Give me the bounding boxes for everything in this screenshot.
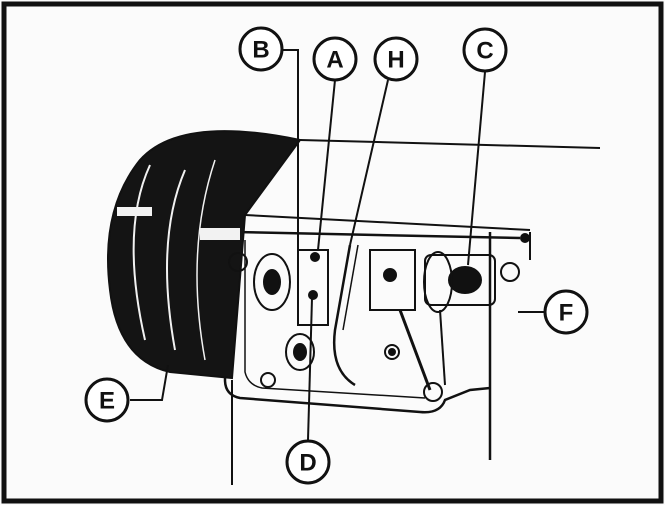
callout-f: F [543,289,589,335]
callout-f-label: F [559,300,574,327]
callout-a-label: A [326,47,343,74]
callout-e: E [84,377,130,423]
handwheel [107,130,302,380]
wheel-stripe [200,228,240,240]
shaft-assembly [228,233,530,402]
leader-e [130,364,169,401]
callout-c-label: C [476,38,493,65]
callout-h-label: H [387,47,404,74]
callout-d: D [285,439,331,485]
leader-a [317,79,336,251]
callout-c: C [462,27,508,73]
callout-e-label: E [99,388,115,415]
leader-d [307,297,313,441]
leader-h [349,79,389,246]
callout-a: A [312,36,358,82]
callout-d-label: D [299,450,316,477]
callout-b: B [238,26,284,72]
chassis-plate [223,230,521,414]
leader-b [282,49,299,250]
wheel-stripe [117,207,152,216]
callout-b-label: B [252,37,269,64]
callout-h: H [373,36,419,82]
leader-lines [130,49,545,485]
leader-c [467,71,486,266]
